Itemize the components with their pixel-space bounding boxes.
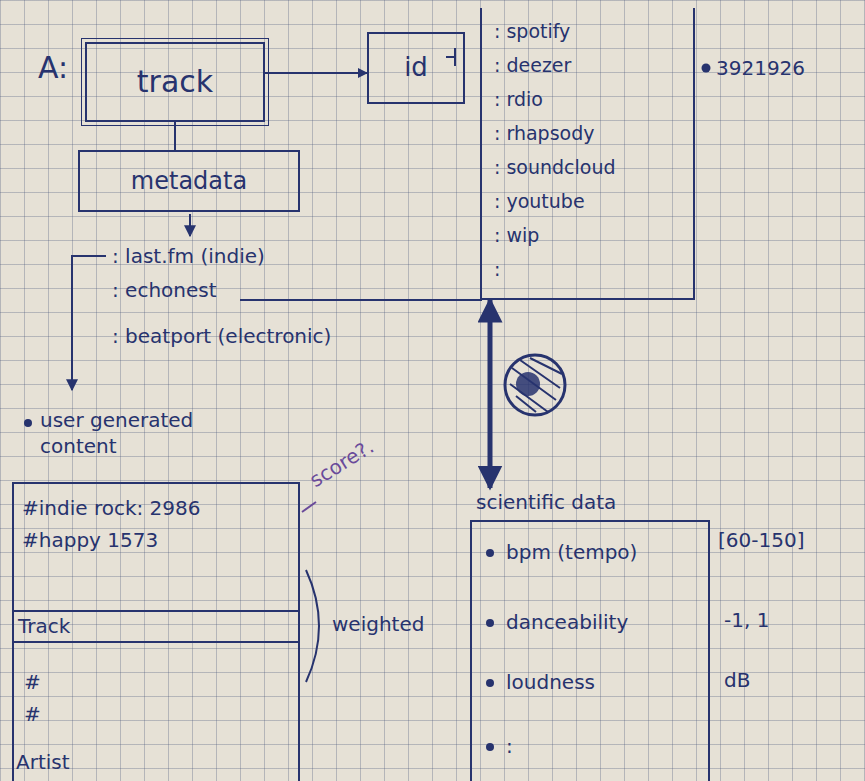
flow-arrow — [174, 122, 176, 150]
weight-bracket — [306, 570, 319, 682]
panel-heading: user generated content — [40, 407, 220, 459]
bullet-dot — [486, 679, 494, 687]
note-text: weighted — [332, 612, 424, 636]
service-name: : youtube — [494, 190, 585, 213]
value-unit: dB — [724, 668, 750, 692]
flow-arrow — [265, 72, 367, 74]
measure-name: : — [506, 734, 513, 758]
service-name: : rdio — [494, 88, 543, 111]
source-bracket — [72, 256, 106, 390]
source-name: : beatport (electronic) — [112, 324, 331, 348]
service-name: : deezer — [494, 54, 571, 77]
section-heading: Track — [18, 614, 70, 638]
metadata-box: metadata — [78, 150, 300, 212]
figure-letter: A: — [38, 50, 68, 86]
bullet-dot — [24, 419, 32, 427]
section-item: # — [24, 702, 41, 726]
value-range: -1, 1 — [724, 608, 769, 632]
ugc-panel: user generated content #indie rock: 2986 #… — [12, 405, 300, 781]
box-label: track — [137, 64, 213, 100]
track-section: Track # # Artist — [12, 610, 300, 781]
box-label: metadata — [131, 167, 247, 196]
track-box: track — [85, 42, 265, 122]
service-name: : — [494, 258, 500, 281]
panel-frame: bpm (tempo) danceability loudness: — [470, 520, 710, 781]
source-name: : echonest — [112, 278, 217, 302]
flow-arrow — [488, 300, 493, 488]
tag-count: #happy 1573 — [22, 528, 158, 552]
scribble-circle — [505, 355, 565, 415]
service-name: : wip — [494, 224, 539, 247]
bullet-dot — [486, 549, 494, 557]
section-rule — [12, 641, 300, 643]
bullet-dot — [486, 743, 494, 751]
measure-name: danceability — [506, 610, 628, 634]
measure-name: bpm (tempo) — [506, 540, 637, 564]
id-tick — [446, 48, 455, 66]
track-id-number: 3921926 — [716, 56, 805, 80]
service-name: : soundcloud — [494, 156, 616, 179]
panel-heading: scientific data — [476, 490, 616, 514]
section-item: # — [24, 670, 41, 694]
section-item: Artist — [16, 750, 70, 774]
service-list: : spotify : deezer : rdio : rhapsody : sound… — [480, 8, 695, 300]
source-name: : last.fm (indie) — [112, 244, 265, 268]
metadata-arrow — [189, 214, 191, 236]
bullet-dot — [702, 64, 711, 73]
note-text: score?. — [305, 434, 378, 492]
science-panel: bpm (tempo) danceability loudness: scientif… — [470, 488, 710, 781]
id-box: id — [367, 32, 465, 104]
service-name: : rhapsody — [494, 122, 595, 145]
score-leader — [302, 502, 316, 512]
value-range: [60-150] — [718, 528, 804, 552]
box-label: id — [404, 52, 428, 83]
bullet-dot — [486, 619, 494, 627]
tag-count: #indie rock: 2986 — [22, 496, 201, 520]
service-name: : spotify — [494, 20, 570, 43]
echonest-line — [240, 299, 482, 301]
measure-name: loudness — [506, 670, 595, 694]
